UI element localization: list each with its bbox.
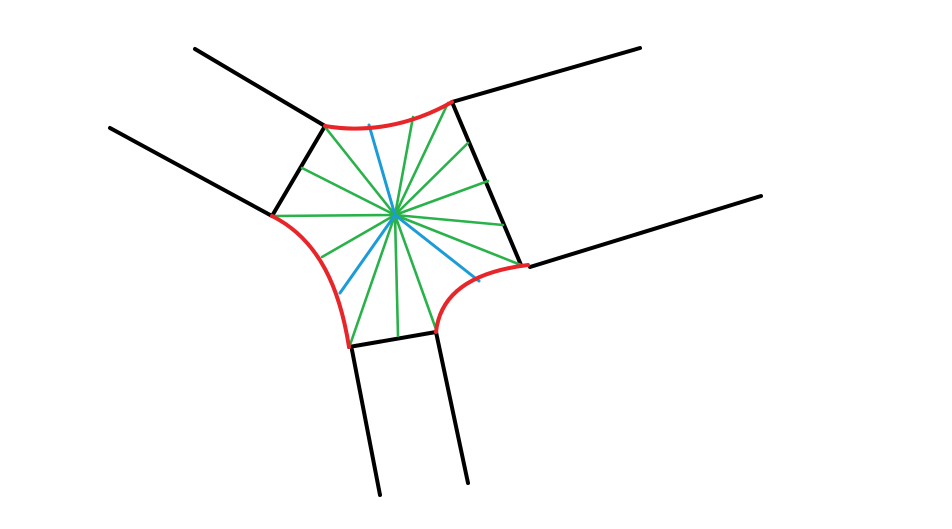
fan-line (393, 141, 470, 217)
road-edge-upper-right (450, 46, 642, 104)
road-edges (108, 46, 763, 497)
curb-curve-top (323, 100, 454, 131)
road-edge-upper-left-inner (108, 126, 274, 218)
road-edge-upper-left-outer (193, 47, 327, 128)
road-edge-right-connector (450, 100, 523, 267)
fan-line (320, 213, 397, 259)
fan-line-blue (393, 213, 481, 283)
fan-line-blue (338, 213, 397, 295)
fan-line (300, 166, 397, 217)
fan-line (348, 213, 397, 347)
road-edge-left-connector (270, 124, 327, 218)
curb-curve-right (434, 263, 530, 334)
road-edge-bottom-left (350, 348, 382, 497)
fan-line (393, 115, 415, 217)
fan-line (323, 125, 397, 217)
fan-line (393, 213, 505, 227)
fan-line (393, 213, 439, 334)
fan-line (393, 213, 400, 338)
fan-line-blue (367, 123, 397, 217)
road-edge-lower-right (528, 194, 763, 269)
fan-line (393, 213, 523, 267)
fan-line (271, 213, 397, 218)
road-edge-bottom-right (434, 330, 470, 485)
fan-line (393, 101, 450, 217)
road-edge-bottom-connector (347, 330, 438, 349)
fan-lines-blue (338, 123, 481, 295)
curb-curves (270, 100, 530, 349)
fan-line (393, 179, 490, 217)
curb-curve-left (270, 214, 351, 349)
fan-lines-green (271, 101, 523, 347)
